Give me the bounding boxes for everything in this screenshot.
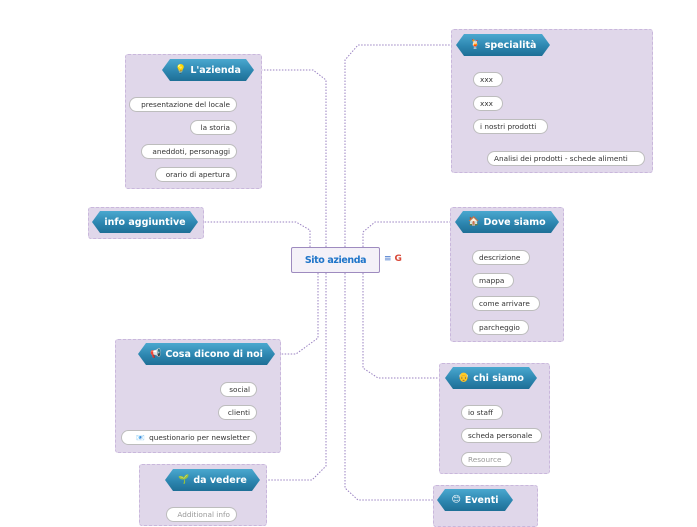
node-dove-siamo-label: Dove siamo [483,216,546,228]
mail-icon: 📧 [136,433,146,442]
node-eventi-label: Eventi [464,494,499,506]
house-icon: 🏠 [468,217,480,227]
node-azienda[interactable]: 💡 L'azienda [162,59,254,81]
node-info-label: info aggiuntive [104,216,186,228]
item-aneddoti[interactable]: aneddoti, personaggi [141,144,237,159]
item-additional-info[interactable]: Additional info [166,507,237,522]
item-orario[interactable]: orario di apertura [155,167,237,182]
node-azienda-label: L'azienda [190,64,241,76]
node-dove-siamo[interactable]: 🏠 Dove siamo [455,211,559,233]
central-topic-tools: ≡G [384,254,402,264]
node-chi-siamo[interactable]: 👴 chi siamo [445,367,537,389]
item-xxx-2[interactable]: xxx [473,96,503,111]
item-presentazione[interactable]: presentazione del locale [129,97,237,112]
item-scheda-personale[interactable]: scheda personale [461,428,542,443]
google-icon[interactable]: G [394,254,402,264]
item-mappa[interactable]: mappa [472,273,514,288]
item-descrizione[interactable]: descrizione [472,250,530,265]
item-storia[interactable]: la storia [190,120,237,135]
leaf-icon: 🌱 [178,475,190,485]
item-come-arrivare[interactable]: come arrivare [472,296,540,311]
node-specialita[interactable]: 🍹 specialità [456,34,550,56]
central-topic-label: Sito azienda [304,254,367,266]
megaphone-icon: 📢 [150,349,162,359]
node-da-vedere-label: da vedere [193,474,247,486]
node-specialita-label: specialità [484,39,537,51]
node-da-vedere[interactable]: 🌱 da vedere [165,469,260,491]
item-parcheggio[interactable]: parcheggio [472,320,529,335]
central-topic[interactable]: Sito azienda [291,247,380,273]
item-social[interactable]: social [220,382,257,397]
cocktail-icon: 🍹 [469,40,481,50]
node-cosa-dicono-label: Cosa dicono di noi [165,348,263,360]
node-eventi[interactable]: 😊 Eventi [437,489,513,511]
menu-icon[interactable]: ≡ [384,254,392,264]
node-info-aggiuntive[interactable]: info aggiuntive [92,211,198,233]
item-questionario[interactable]: 📧 questionario per newsletter [121,430,257,445]
item-resource[interactable]: Resource [461,452,512,467]
lightbulb-icon: 💡 [175,65,187,75]
node-chi-siamo-label: chi siamo [473,372,524,384]
item-xxx-1[interactable]: xxx [473,72,503,87]
item-nostri-prodotti[interactable]: i nostri prodotti [473,119,548,134]
node-cosa-dicono[interactable]: 📢 Cosa dicono di noi [138,343,275,365]
item-staff[interactable]: io staff [461,405,503,420]
item-clienti[interactable]: clienti [218,405,257,420]
person-icon: 👴 [458,373,470,383]
item-analisi-prodotti[interactable]: Analisi dei prodotti - schede alimenti [487,151,645,166]
smiley-icon: 😊 [451,495,461,505]
